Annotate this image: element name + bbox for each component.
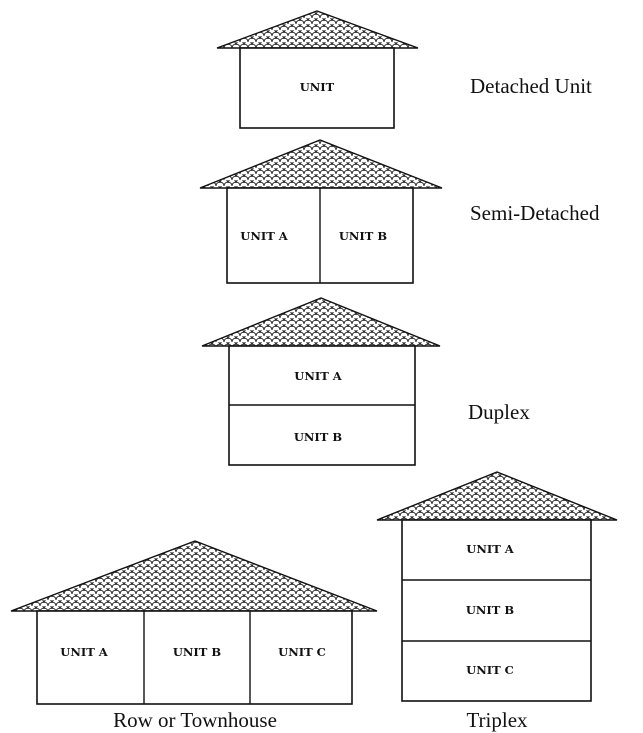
detached-unit-house: UNIT <box>216 10 419 129</box>
caption-duplex: Duplex <box>468 400 530 424</box>
caption-row-townhouse: Row or Townhouse <box>113 708 277 732</box>
triplex-unit-a-label: UNIT A <box>466 542 514 556</box>
caption-detached: Detached Unit <box>470 74 592 98</box>
detached-unit-label: UNIT <box>300 80 335 94</box>
detached-body <box>239 47 395 129</box>
detached-roof <box>216 10 419 49</box>
duplex-unit-b-label: UNIT B <box>294 430 342 444</box>
row-unit-a-label: UNIT A <box>60 645 108 659</box>
duplex-unit-a-label: UNIT A <box>294 369 342 383</box>
semi-detached-unit-b-label: UNIT B <box>339 229 387 243</box>
row-body <box>36 610 353 705</box>
triplex-unit-c-label: UNIT C <box>466 663 514 677</box>
duplex-house: UNIT A UNIT B <box>201 297 441 466</box>
triplex-house: UNIT A UNIT B UNIT C <box>376 471 618 702</box>
triplex-body <box>401 519 592 702</box>
semi-detached-house: UNIT A UNIT B <box>199 139 443 284</box>
row-townhouse-house: UNIT A UNIT B UNIT C <box>10 540 378 705</box>
triplex-unit-b-label: UNIT B <box>466 603 514 617</box>
row-roof <box>10 540 378 612</box>
caption-semi-detached: Semi-Detached <box>470 201 600 225</box>
triplex-roof <box>376 471 618 521</box>
semi-detached-unit-a-label: UNIT A <box>240 229 288 243</box>
duplex-roof <box>201 297 441 347</box>
caption-triplex: Triplex <box>466 708 528 732</box>
semi-detached-roof <box>199 139 443 189</box>
row-unit-c-label: UNIT C <box>278 645 326 659</box>
row-unit-b-label: UNIT B <box>173 645 221 659</box>
